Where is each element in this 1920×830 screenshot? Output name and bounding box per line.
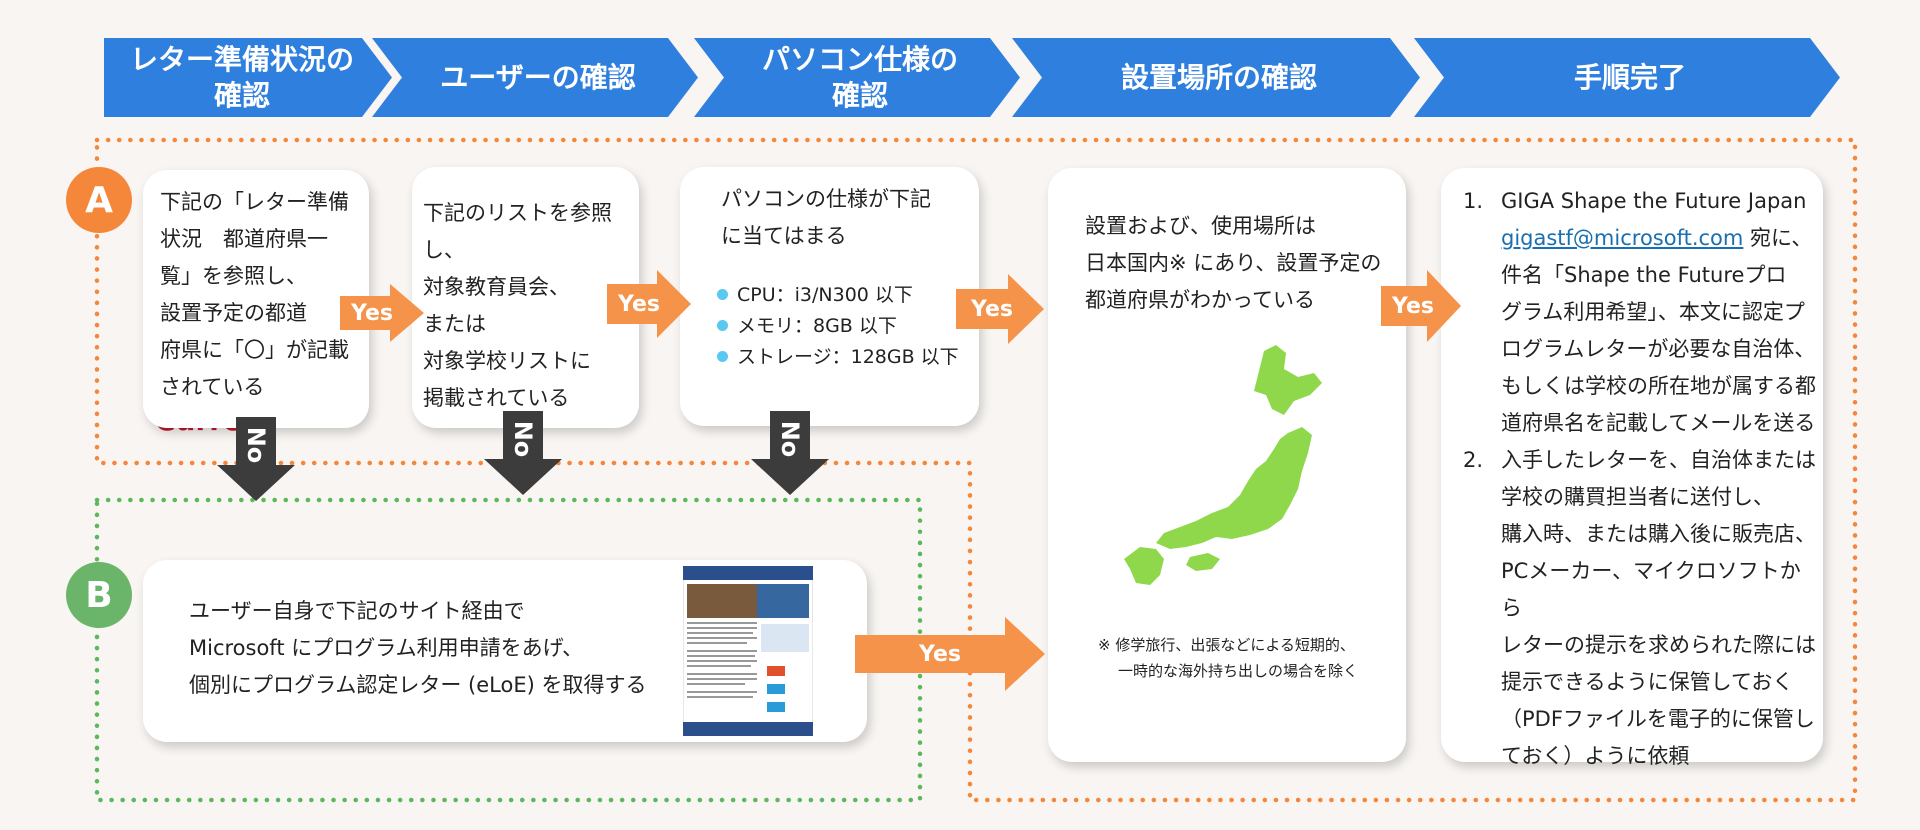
step-letter-status: レター準備状況の確認 [104,38,392,117]
yes-label: Yes [1392,293,1434,319]
yes-label: Yes [351,300,393,326]
spec-item: メモリ：8GB 以下 [717,311,959,342]
card-complete: 1. GIGA Shape the Future Japan gigastf@m… [1441,168,1823,768]
yes-label: Yes [971,296,1013,322]
no-arrow: No [751,411,829,495]
card-user-check: 下記のリストを参照し、 対象教育員会、 または 対象学校リストに 掲載されている [412,167,639,428]
step-line: ておく）ように依頼 [1501,744,1690,768]
spec-item: ストレージ：128GB 以下 [717,342,959,373]
yes-label: Yes [618,291,660,317]
card-line: 対象教育員会、 [423,275,570,299]
card-line: 府県に「〇」が記載 [160,338,349,362]
bullet-icon [717,320,728,331]
footnote-line: 一時的な海外持ち出しの場合を除く [1118,662,1359,680]
no-label: No [776,420,804,458]
spec-list: CPU：i3/N300 以下 メモリ：8GB 以下 ストレージ：128GB 以下 [717,280,959,373]
step-line: もしくは学校の所在地が属する都 [1501,374,1816,398]
japan-map-icon [1124,345,1322,585]
step-label-line1: レター準備状況の [129,42,354,76]
yes-label: Yes [919,641,961,667]
card-line: されている [160,375,265,399]
step-label: 設置場所の確認 [1120,60,1317,94]
card-line: 下記の「レター準備 [160,190,349,214]
card-line: 日本国内※ にあり、設置予定の [1085,251,1382,275]
yes-arrow: Yes [956,274,1044,344]
yes-arrow: Yes [1381,270,1461,342]
step-complete: 手順完了 [1414,38,1840,117]
card-line: 状況 都道府県一 [160,227,328,251]
step-line: 道府県名を記載してメールを送る [1501,411,1816,435]
step-line: PCメーカー、マイクロソフトから [1501,559,1801,620]
step-line: 学校の購買担当者に送付し、 [1501,485,1774,509]
step-line: gigastf@microsoft.com 宛に、 [1501,226,1813,250]
card-line: 個別にプログラム認定レター (eLoE) を取得する [189,673,647,697]
step-line: GIGA Shape the Future Japan [1501,189,1807,213]
card-letter-status: 下記の「レター準備 状況 都道府県一 覧」を参照し、 設置予定の都道 府県に「〇… [143,170,369,428]
no-label: No [509,420,537,458]
no-arrow: No [217,417,295,501]
card-line: 掲載されている [423,386,570,410]
card-pc-spec: パソコンの仕様が下記 に当てはまる CPU：i3/N300 以下 メモリ：8GB… [680,167,979,426]
step-label-line2: 確認 [213,78,270,112]
step-line: 提示できるように保管しておく [1501,670,1794,694]
footnote-line: ※ 修学旅行、出張などによる短期的、 [1098,636,1355,654]
step-label: ユーザーの確認 [440,60,636,94]
step-line: グラム利用希望」、本文に認定プ [1501,300,1805,324]
yes-arrow: Yes [607,270,691,338]
card-line: 都道府県がわかっている [1085,288,1315,312]
step-line: （PDFファイルを電子的に保管し [1501,707,1815,731]
card-line: パソコンの仕様が下記 [721,187,931,211]
step-location-check: 設置場所の確認 [1012,38,1420,117]
step-line: レターの提示を求められた際には [1501,633,1816,657]
instruction-step: 1. GIGA Shape the Future Japan gigastf@m… [1463,183,1819,442]
step-pc-spec: パソコン仕様の確認 [694,38,1020,117]
step-line: 件名「Shape the Futureプロ [1501,263,1787,287]
no-arrow: No [484,411,562,495]
spec-item: CPU：i3/N300 以下 [717,280,959,311]
card-line: 設置予定の都道 [160,301,307,325]
step-label: 手順完了 [1573,60,1686,94]
marker-a: A [66,167,132,233]
bullet-icon [717,289,728,300]
instruction-list: 1. GIGA Shape the Future Japan gigastf@m… [1463,183,1819,775]
card-line: に当てはまる [721,224,847,248]
card-line: 対象学校リストに [423,349,591,373]
card-line: ユーザー自身で下記のサイト経由で [189,599,525,623]
step-line: 入手したレターを、自治体または [1501,448,1816,472]
marker-b: B [66,562,132,628]
yes-arrow: Yes [855,617,1045,691]
step-label-line1: パソコン仕様の [761,42,958,76]
step-user-check: ユーザーの確認 [372,38,698,117]
card-line: 設置および、使用場所は [1085,214,1316,238]
card-line: 覧」を参照し、 [160,264,307,288]
card-line: または [423,312,486,336]
email-link[interactable]: gigastf@microsoft.com [1501,226,1744,250]
card-line: 下記のリストを参照し、 [423,201,612,262]
step-line: ログラムレターが必要な自治体、 [1501,337,1816,361]
bullet-icon [717,351,728,362]
step-label-line2: 確認 [831,78,888,112]
card-location: 設置および、使用場所は 日本国内※ にあり、設置予定の 都道府県がわかっている … [1048,168,1406,762]
document-thumbnail-icon [683,566,813,736]
no-label: No [242,426,270,464]
card-line: Microsoft にプログラム利用申請をあげ、 [189,636,584,660]
instruction-step: 2. 入手したレターを、自治体または 学校の購買担当者に送付し、 購入時、または… [1463,442,1819,775]
step-line: 購入時、または購入後に販売店、 [1501,522,1816,546]
card-b-route: ユーザー自身で下記のサイト経由で Microsoft にプログラム利用申請をあげ… [143,560,867,742]
yes-arrow: Yes [340,284,424,342]
